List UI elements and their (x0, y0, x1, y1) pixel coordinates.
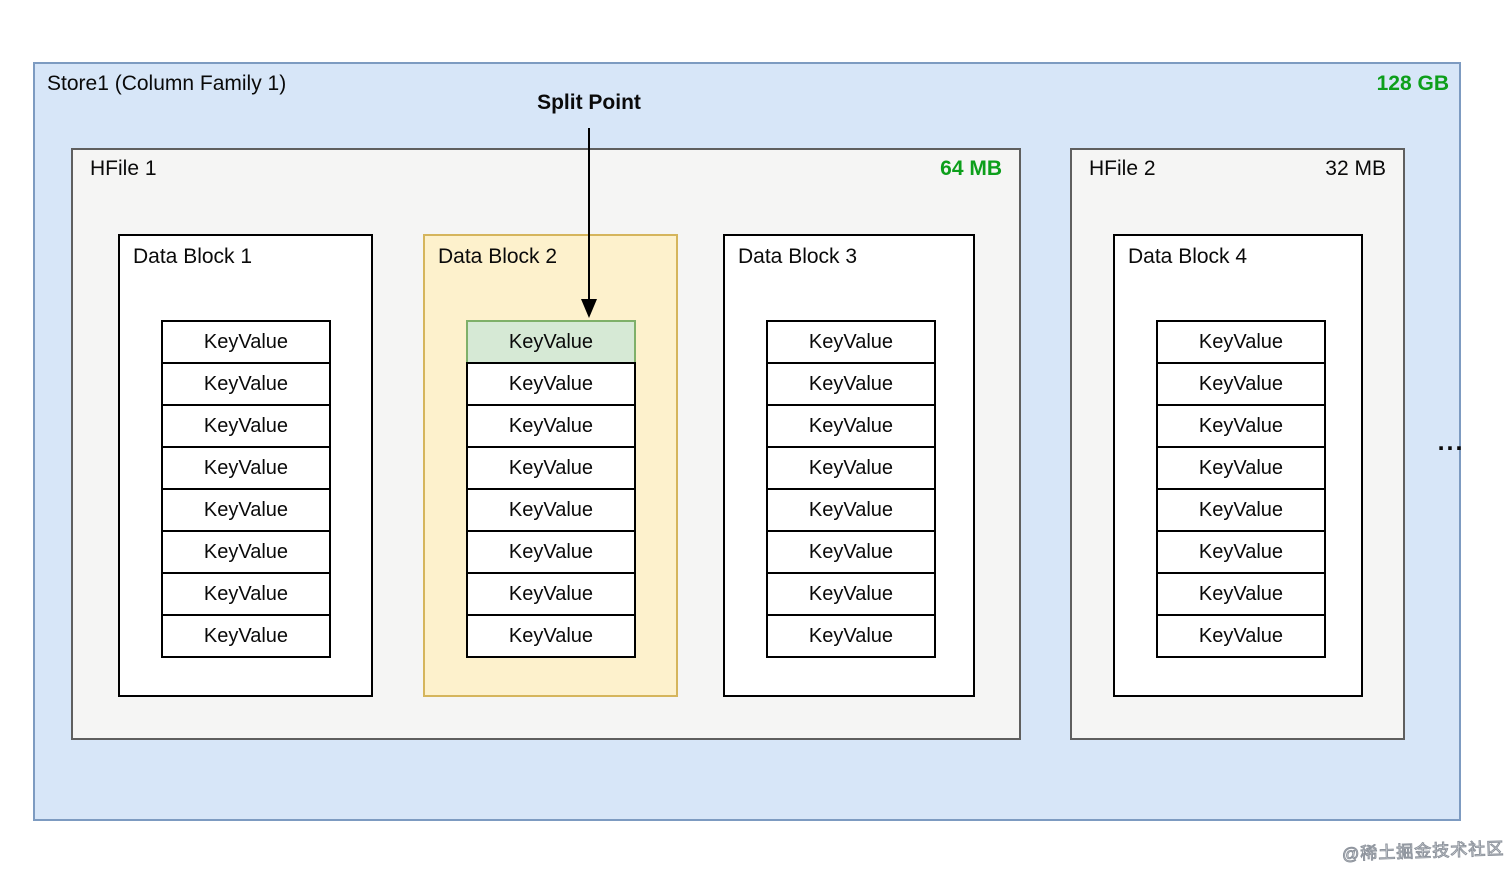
keyvalue-row-split-target: KeyValue (466, 320, 636, 364)
keyvalue-row: KeyValue (161, 572, 331, 616)
keyvalue-row: KeyValue (161, 404, 331, 448)
keyvalue-row: KeyValue (1156, 572, 1326, 616)
hfile-2-name: HFile 2 (1089, 157, 1156, 180)
keyvalue-row: KeyValue (1156, 404, 1326, 448)
hfile-2-size-label: 32 MB (1325, 157, 1386, 180)
more-hfiles-ellipsis: ... (1437, 428, 1465, 456)
hfile-1-name: HFile 1 (90, 157, 157, 180)
keyvalue-row: KeyValue (466, 446, 636, 490)
keyvalue-row: KeyValue (766, 404, 936, 448)
keyvalue-row: KeyValue (766, 446, 936, 490)
keyvalue-row: KeyValue (1156, 446, 1326, 490)
keyvalue-row: KeyValue (161, 530, 331, 574)
keyvalue-row: KeyValue (161, 362, 331, 406)
keyvalue-row: KeyValue (766, 572, 936, 616)
keyvalue-row: KeyValue (1156, 488, 1326, 532)
keyvalue-row: KeyValue (1156, 530, 1326, 574)
juejin-watermark: @稀土掘金技术社区 (1341, 839, 1505, 865)
keyvalue-row: KeyValue (161, 614, 331, 658)
keyvalue-row: KeyValue (466, 572, 636, 616)
keyvalue-row: KeyValue (766, 320, 936, 364)
keyvalue-row: KeyValue (1156, 362, 1326, 406)
hfile-1-size-label: 64 MB (940, 157, 1002, 180)
keyvalue-row: KeyValue (766, 530, 936, 574)
keyvalue-row: KeyValue (466, 404, 636, 448)
keyvalue-row: KeyValue (766, 362, 936, 406)
keyvalue-row: KeyValue (161, 320, 331, 364)
keyvalue-row: KeyValue (161, 488, 331, 532)
data-block-2-label: Data Block 2 (438, 245, 558, 268)
split-point-arrow-icon (581, 128, 597, 318)
store-size-label: 128 GB (1376, 72, 1449, 95)
split-point-label: Split Point (537, 91, 641, 114)
keyvalue-row: KeyValue (466, 614, 636, 658)
keyvalue-row: KeyValue (161, 446, 331, 490)
data-block-3-label: Data Block 3 (738, 245, 858, 268)
store-title: Store1 (Column Family 1) (47, 72, 287, 95)
store-container: Store1 (Column Family 1) 128 GB Split Po… (33, 62, 1462, 821)
data-block-1-label: Data Block 1 (133, 245, 253, 268)
data-block-4-label: Data Block 4 (1128, 245, 1248, 268)
keyvalue-row: KeyValue (466, 530, 636, 574)
keyvalue-row: KeyValue (1156, 614, 1326, 658)
keyvalue-row: KeyValue (766, 614, 936, 658)
keyvalue-row: KeyValue (466, 488, 636, 532)
keyvalue-row: KeyValue (466, 362, 636, 406)
keyvalue-row: KeyValue (1156, 320, 1326, 364)
keyvalue-row: KeyValue (766, 488, 936, 532)
